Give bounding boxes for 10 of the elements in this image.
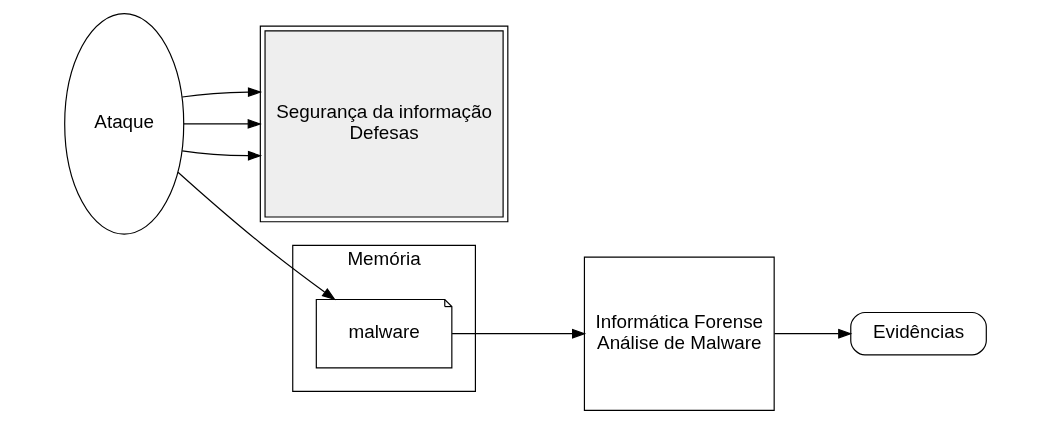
arrow <box>177 171 336 300</box>
arrow <box>773 328 853 339</box>
node-box: Segurança da informação Defesas <box>259 25 509 222</box>
node-box: Informática Forense Análise de Malware <box>583 256 775 411</box>
arrow <box>451 328 587 339</box>
node-ellipse: Ataque <box>64 12 185 235</box>
arrow <box>181 86 263 98</box>
node-box: Evidências <box>850 311 987 355</box>
arrow <box>183 118 262 129</box>
arrow <box>181 149 263 161</box>
